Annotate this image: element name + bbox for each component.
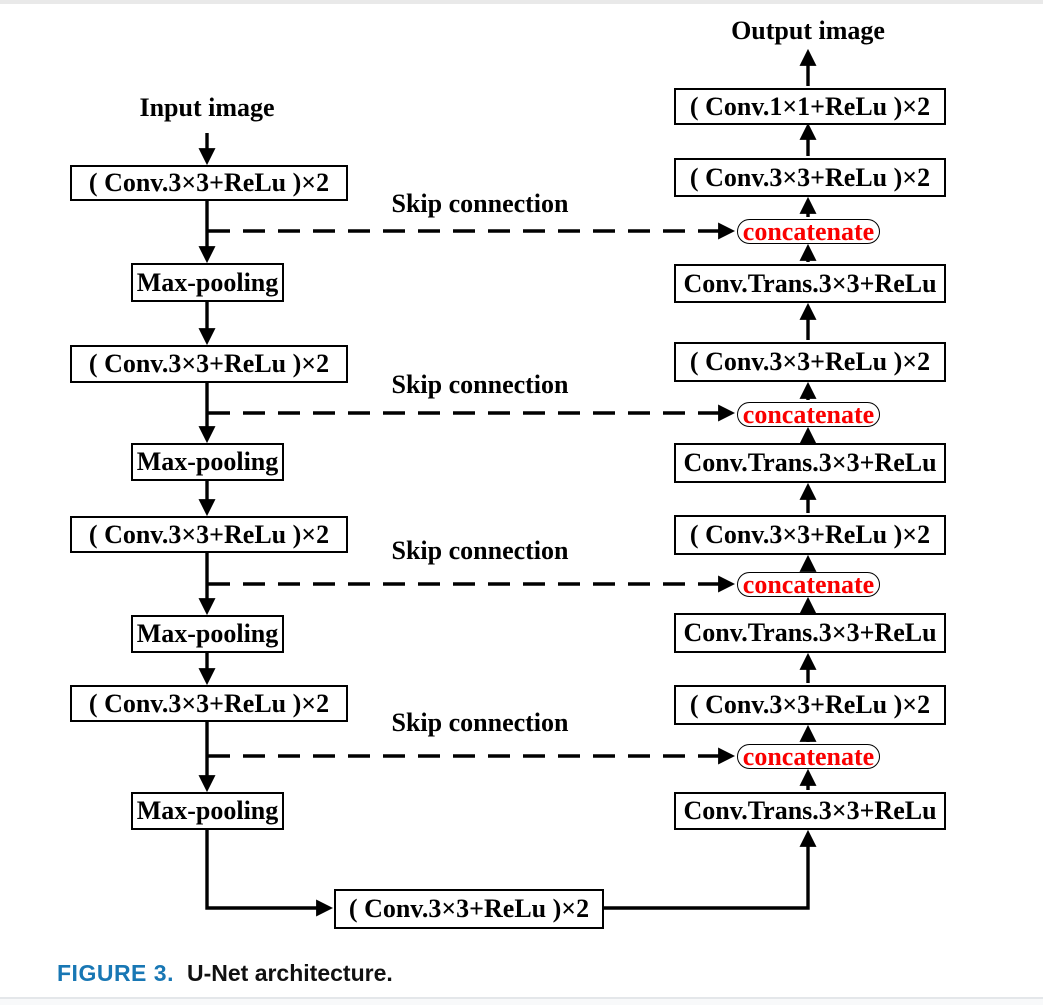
concatenate-capsule: concatenate: [737, 571, 880, 597]
figure-caption-label: FIGURE 3.: [57, 959, 174, 986]
decoder-convtrans-node: Conv.Trans.3×3+ReLu: [674, 792, 946, 830]
skip-connection-label: Skip connection: [391, 708, 569, 737]
concatenate-capsule: concatenate: [737, 743, 880, 769]
skip-connection-label: Skip connection: [391, 189, 569, 218]
input-image-label: Input image: [139, 93, 275, 122]
page-top-strip: [0, 0, 1043, 4]
encoder-maxpool-node: Max-pooling: [131, 792, 284, 830]
skip-connection-label: Skip connection: [391, 370, 569, 399]
page-bottom-area: [0, 999, 1043, 1005]
encoder-conv-node: ( Conv.3×3+ReLu )×2: [70, 516, 348, 553]
encoder-maxpool-node: Max-pooling: [131, 443, 284, 481]
decoder-flow-arrows: [604, 48, 817, 910]
decoder-convtrans-node: Conv.Trans.3×3+ReLu: [674, 264, 946, 303]
encoder-flow-arrows: [198, 133, 334, 917]
encoder-conv-node: ( Conv.3×3+ReLu )×2: [70, 345, 348, 383]
skip-connection-label: Skip connection: [391, 536, 569, 565]
elbow-arrow-from-bottleneck: [604, 829, 817, 910]
bottleneck-conv-node: ( Conv.3×3+ReLu )×2: [334, 889, 604, 929]
encoder-maxpool-node: Max-pooling: [131, 615, 284, 653]
decoder-conv11-node: ( Conv.1×1+ReLu )×2: [674, 88, 946, 125]
decoder-conv-node: ( Conv.3×3+ReLu )×2: [674, 685, 946, 725]
decoder-convtrans-node: Conv.Trans.3×3+ReLu: [674, 613, 946, 653]
encoder-maxpool-node: Max-pooling: [131, 263, 284, 302]
figure-caption-text: U-Net architecture.: [186, 959, 393, 986]
decoder-conv-node: ( Conv.3×3+ReLu )×2: [674, 158, 946, 197]
figure-caption: FIGURE 3. U-Net architecture.: [57, 958, 393, 988]
decoder-convtrans-node: Conv.Trans.3×3+ReLu: [674, 443, 946, 483]
decoder-conv-node: ( Conv.3×3+ReLu )×2: [674, 515, 946, 555]
concatenate-capsule: concatenate: [737, 401, 880, 427]
page-bottom-divider: [0, 997, 1043, 999]
concatenate-capsule: concatenate: [737, 218, 880, 244]
skip-connection-arrows: [208, 222, 736, 765]
decoder-conv-node: ( Conv.3×3+ReLu )×2: [674, 342, 946, 382]
elbow-arrow-to-bottleneck: [205, 830, 334, 917]
encoder-conv-node: ( Conv.3×3+ReLu )×2: [70, 165, 348, 201]
output-image-label: Output image: [731, 16, 885, 45]
encoder-conv-node: ( Conv.3×3+ReLu )×2: [70, 685, 348, 722]
